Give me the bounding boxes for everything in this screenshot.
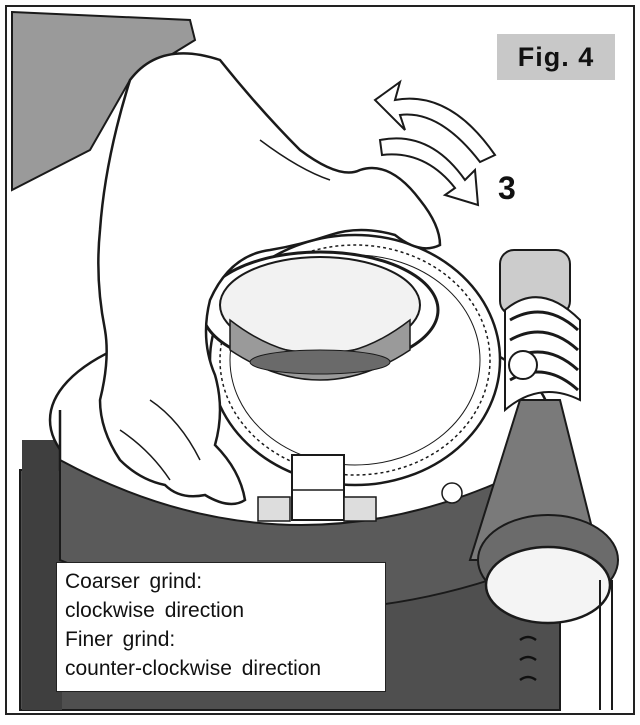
step-number: 3 (498, 170, 516, 206)
indicator-dot (441, 482, 463, 504)
screw-left (257, 496, 291, 522)
coarser-direction: clockwise direction (65, 599, 245, 622)
finer-direction: counter-clockwise direction (65, 657, 322, 680)
coarser-label: Coarser grind: (65, 570, 203, 593)
burr (249, 349, 391, 375)
handle-knob (484, 545, 612, 625)
spring-coils (509, 310, 580, 392)
rotation-arrows-icon (373, 79, 497, 207)
lever-pivot (508, 350, 538, 380)
hand-illustration (97, 52, 442, 506)
bracket (291, 454, 345, 521)
finer-label: Finer grind: (65, 628, 176, 651)
screw-right (343, 496, 377, 522)
left-column (22, 440, 62, 710)
figure-label: Fig. 4 (497, 34, 615, 80)
caption-box: Coarser grind: clockwise direction Finer… (56, 562, 386, 692)
ring-teeth (219, 244, 491, 476)
